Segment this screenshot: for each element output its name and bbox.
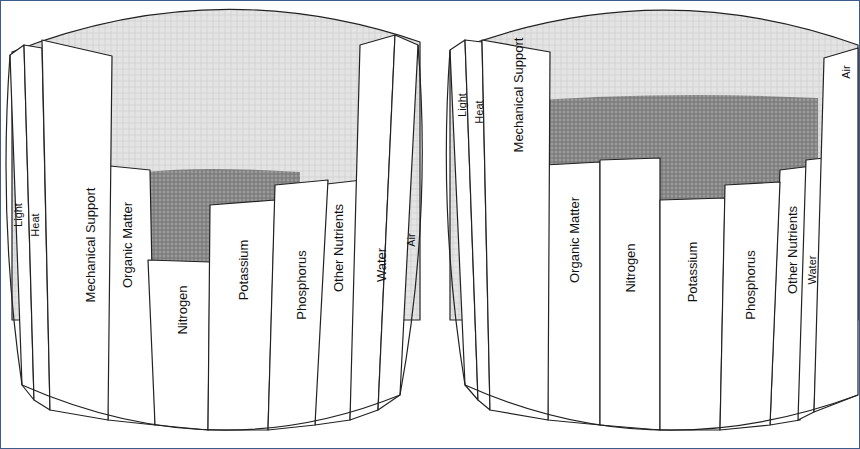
stave-label: Other Nutrients xyxy=(332,204,345,292)
stave-label: Light xyxy=(13,203,24,227)
stave-label: Water xyxy=(807,256,818,285)
stave-label: Organic Matter xyxy=(568,197,581,283)
stave-label: Heat xyxy=(30,213,41,236)
stave-label: Nitrogen xyxy=(624,243,637,292)
stave-label: Light xyxy=(457,93,468,117)
right-barrel xyxy=(446,10,858,430)
stave-label: Air xyxy=(841,65,852,78)
stave-label: Phosphorus xyxy=(744,250,757,319)
stave-label: Other Nutrients xyxy=(786,206,799,294)
stave-label: Air xyxy=(406,233,417,246)
stave-label: Potassium xyxy=(686,242,699,303)
stave-label: Organic Matter xyxy=(121,202,134,288)
stave-label: Phosphorus xyxy=(295,250,308,319)
stave-label: Water xyxy=(375,248,388,282)
stave-label: Heat xyxy=(474,100,485,123)
left-barrel xyxy=(6,9,422,430)
stave-label: Potassium xyxy=(237,240,250,301)
stave-label: Nitrogen xyxy=(176,285,189,334)
stave-label: Mechanical Support xyxy=(84,188,97,303)
stave-label: Mechanical Support xyxy=(512,38,525,153)
